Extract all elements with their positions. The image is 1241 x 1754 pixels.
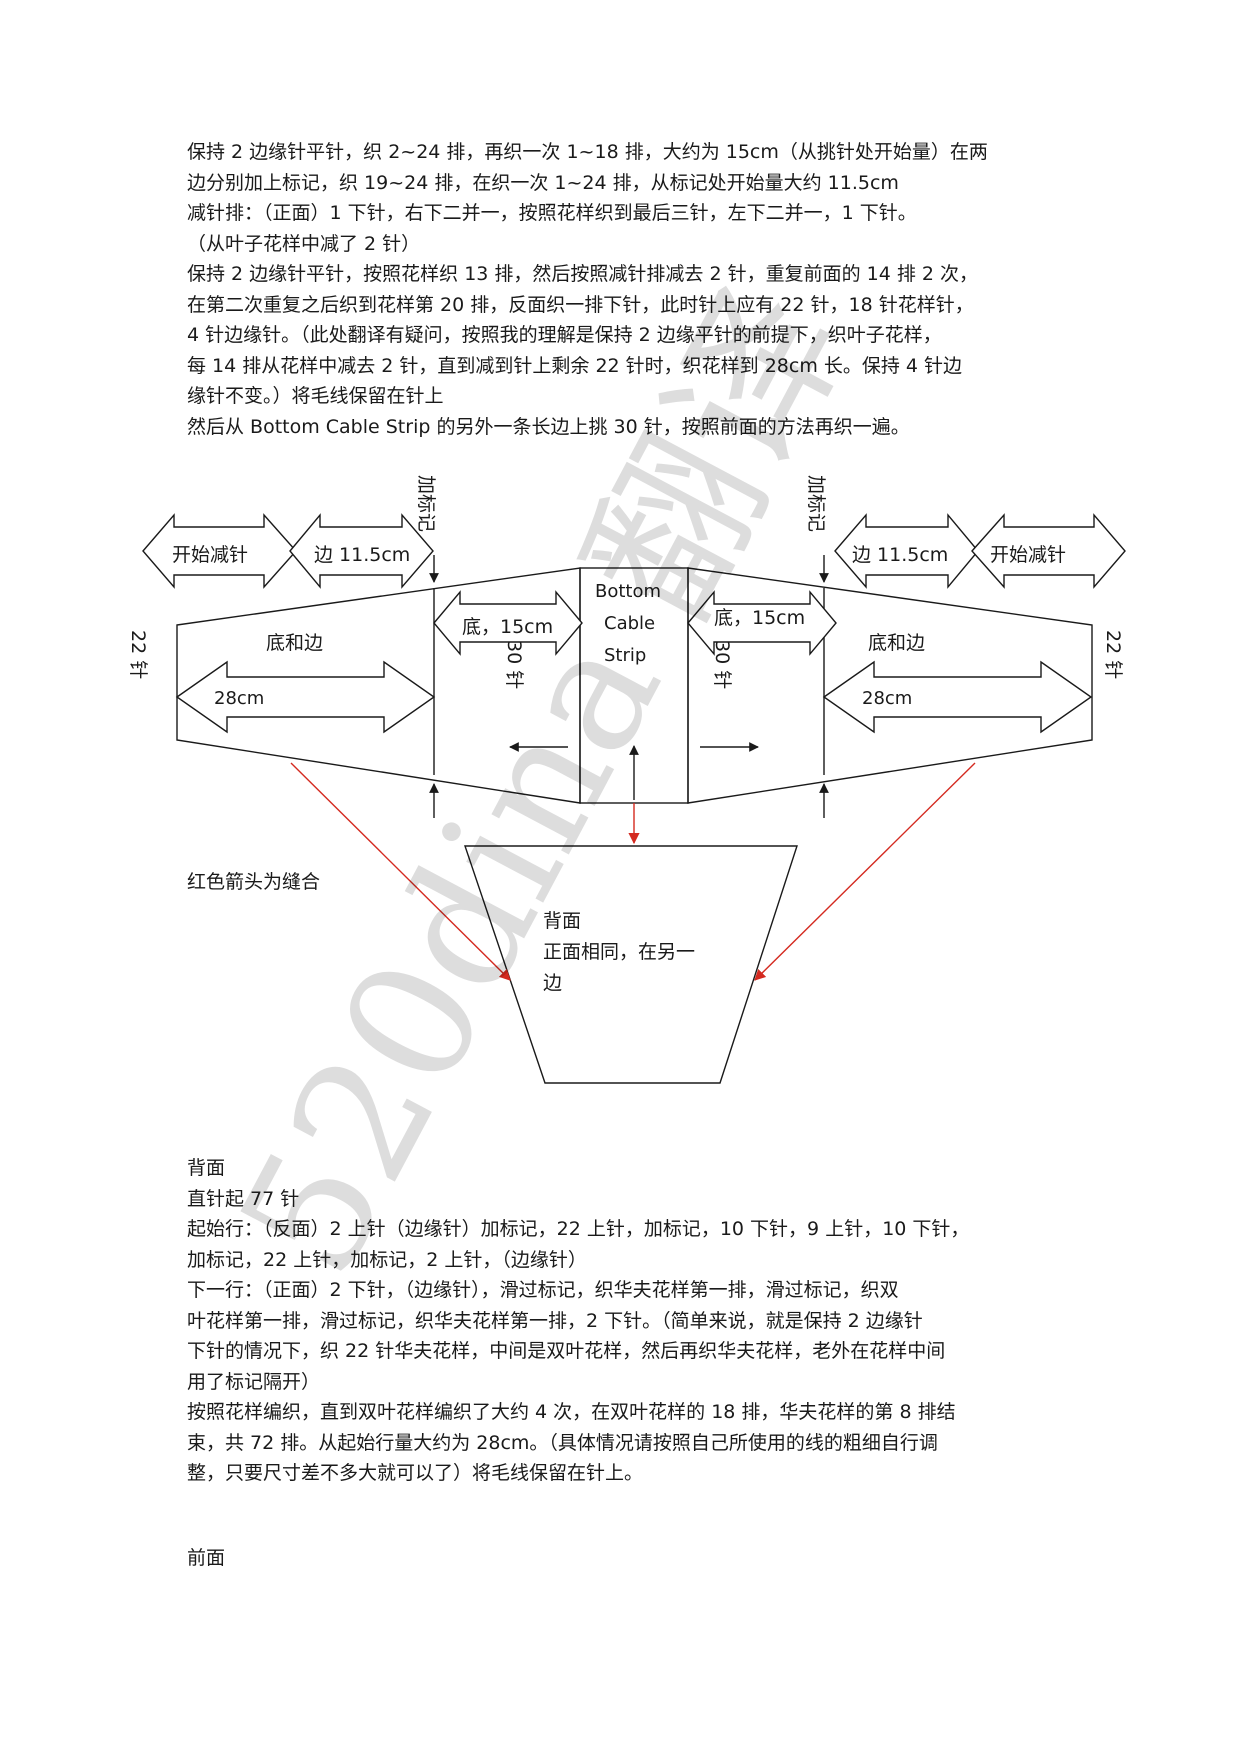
section-heading-back: 背面 (187, 1157, 226, 1179)
instruction-line: 整，只要尺寸差不多大就可以了）将毛线保留在针上。 (187, 1462, 644, 1484)
start-decrease-label-left: 开始减针 (172, 544, 248, 566)
instructions-top: 保持 2 边缘针平针，织 2~24 排，再织一次 1~18 排，大约为 15cm… (187, 137, 1067, 442)
length-arrow-right (822, 660, 1093, 734)
length-label-right: 28cm (862, 688, 912, 709)
strip-label-line2: Cable (604, 613, 655, 634)
instruction-line: 然后从 Bottom Cable Strip 的另外一条长边上挑 30 针，按照… (187, 415, 910, 438)
instruction-line: 在第二次重复之后织到花样第 20 排，反面织一排下针，此时针上应有 22 针，1… (187, 293, 974, 316)
instruction-line: 缘针不变。）将毛线保留在针上 (187, 385, 444, 407)
seam-arrow-right (754, 762, 976, 981)
seam-note: 红色箭头为缝合 (187, 871, 320, 893)
instruction-line: 每 14 排从花样中减去 2 针，直到减到针上剩余 22 针时，织花样到 28c… (187, 354, 963, 377)
marker-label-left: 加标记 (415, 475, 437, 532)
strip-label-line1: Bottom (595, 581, 661, 602)
instruction-line: 保持 2 边缘针平针，按照花样织 13 排，然后按照减针排减去 2 针，重复前面… (187, 263, 979, 285)
instruction-line: 加标记，22 上针，加标记，2 上针，（边缘针） (187, 1248, 587, 1271)
start-decrease-label-right: 开始减针 (990, 544, 1066, 566)
instruction-line: 按照花样编织，直到双叶花样编织了大约 4 次，在双叶花样的 18 排，华夫花样的… (187, 1401, 956, 1423)
length-arrow-left (175, 660, 436, 734)
instruction-line: 下一行：（正面）2 下针，（边缘针），滑过标记，织华夫花样第一排，滑过标记，织双 (187, 1279, 899, 1301)
start-decrease-arrow-right (971, 513, 1126, 589)
stitches-30-right: 30 针 (711, 640, 733, 689)
back-label-line3: 边 (543, 972, 562, 994)
marker-label-right: 加标记 (805, 475, 827, 532)
bottom-edge-label-left: 底和边 (266, 632, 323, 654)
bottom-arrow-right (687, 590, 837, 656)
edge-arrow-left (289, 513, 434, 589)
back-label-line1: 背面 (543, 910, 581, 932)
bottom-length-label-left: 底，15cm (462, 616, 553, 638)
instruction-line: 边分别加上标记，织 19~24 排，在织一次 1~24 排，从标记处开始量大约 … (187, 171, 899, 194)
back-panel (464, 845, 798, 1084)
back-label-line2: 正面相同，在另一 (543, 941, 695, 963)
strip-label-line3: Strip (604, 645, 646, 666)
stitches-22-left: 22 针 (127, 630, 149, 679)
instruction-line: 直针起 77 针 (187, 1187, 300, 1210)
stitches-22-right: 22 针 (1102, 630, 1124, 679)
instructions-back: 背面 直针起 77 针 起始行：（反面）2 上针（边缘针）加标记，22 上针，加… (187, 1153, 1067, 1489)
instruction-line: 用了标记隔开） (187, 1370, 321, 1393)
section-heading-front: 前面 (187, 1547, 226, 1569)
instruction-line: （从叶子花样中减了 2 针） (187, 232, 421, 255)
edge-label-right: 边 11.5cm (852, 544, 948, 566)
bottom-edge-label-right: 底和边 (868, 632, 925, 654)
instruction-line: 减针排：（正面）1 下针，右下二并一，按照花样织到最后三针，左下二并一，1 下针… (187, 202, 917, 224)
instruction-line: 下针的情况下，织 22 针华夫花样，中间是双叶花样，然后再织华夫花样，老外在花样… (187, 1340, 946, 1362)
instruction-line: 起始行：（反面）2 上针（边缘针）加标记，22 上针，加标记，10 下针，9 上… (187, 1218, 970, 1240)
bottom-arrow-left (433, 590, 583, 656)
bottom-length-label-right: 底，15cm (714, 607, 805, 629)
length-label-left: 28cm (214, 688, 264, 709)
seam-arrow-left (290, 762, 511, 981)
instruction-line: 束，共 72 排。从起始行量大约为 28cm。（具体情况请按照自己所使用的线的粗… (187, 1431, 938, 1454)
instruction-line: 4 针边缘针。（此处翻译有疑问，按照我的理解是保持 2 边缘平针的前提下，织叶子… (187, 324, 942, 346)
instruction-line: 叶花样第一排，滑过标记，织华夫花样第一排，2 下针。（简单来说，就是保持 2 边… (187, 1309, 923, 1332)
edge-label-left: 边 11.5cm (314, 544, 410, 566)
stitches-30-left: 30 针 (503, 640, 525, 689)
instruction-line: 保持 2 边缘针平针，织 2~24 排，再织一次 1~18 排，大约为 15cm… (187, 141, 988, 163)
